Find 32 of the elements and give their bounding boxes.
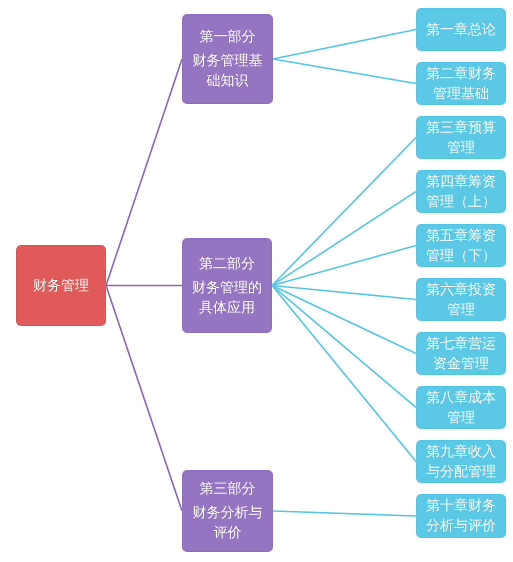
chapter-box: 第三章预算管理 (416, 116, 506, 159)
connector-line (272, 284, 416, 300)
section-heading: 第三部分 (200, 480, 256, 499)
chapter-box: 第四章筹资管理（上） (416, 170, 506, 213)
connector-line (272, 190, 416, 286)
connector-line (105, 58, 183, 286)
connector-line (106, 284, 182, 286)
chapter-box: 第五章筹资管理（下） (416, 224, 506, 267)
chapter-box: 第九章收入与分配管理 (416, 440, 506, 483)
chapter-box: 第六章投资管理 (416, 278, 506, 321)
connector-line (272, 510, 416, 517)
chapter-box: 第二章财务管理基础 (416, 62, 506, 105)
connector-line (272, 58, 416, 84)
chapter-box: 第一章总论 (416, 8, 506, 51)
section-box (182, 238, 272, 333)
section-box (182, 470, 273, 552)
chapter-box: 第八章成本管理 (416, 386, 506, 429)
connector-line (271, 136, 417, 286)
chapter-box: 第十章财务分析与评价 (416, 494, 506, 538)
chapter-box: 第七章营运资金管理 (416, 332, 506, 375)
connector-line (271, 285, 417, 462)
connector-line (272, 244, 416, 286)
root-box: 财务管理 (16, 245, 106, 326)
connector-line (105, 285, 183, 512)
connector-line (272, 28, 416, 60)
connector-line (272, 284, 416, 354)
section-title: 财务分析与评价 (192, 504, 264, 543)
section-heading: 第一部分 (200, 28, 256, 47)
section-title: 财务管理的具体应用 (191, 278, 263, 318)
section-heading: 第二部分 (199, 254, 255, 274)
section-title: 财务管理基础知识 (192, 52, 264, 91)
section-box (182, 14, 273, 104)
